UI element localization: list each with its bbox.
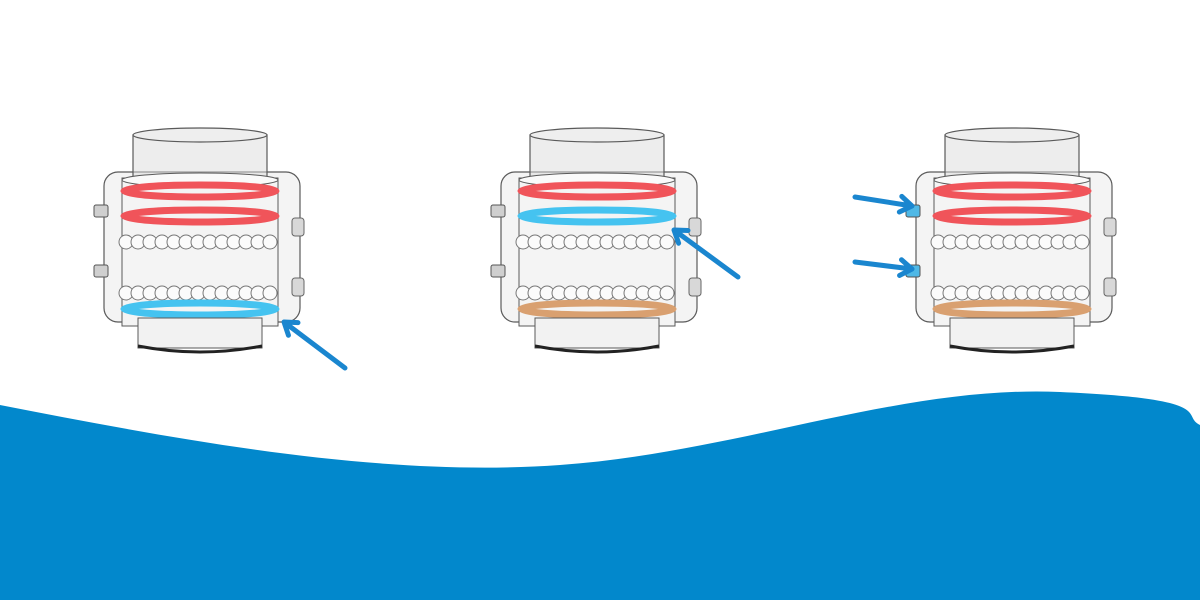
bottom-seal-ring — [517, 299, 677, 319]
bearing-ball — [262, 234, 278, 250]
lower-seal-ring — [120, 206, 280, 226]
side-nut — [291, 277, 305, 297]
fastener — [490, 204, 506, 218]
fastener — [93, 264, 109, 278]
pointer-arrow-icon — [852, 193, 915, 215]
side-nut — [1103, 217, 1117, 237]
top-tube-rim — [132, 127, 268, 143]
side-nut — [688, 277, 702, 297]
bearing-ball — [1074, 234, 1090, 250]
base-cylinder — [534, 317, 660, 349]
top-tube-rim — [944, 127, 1080, 143]
bottom-seal-ring — [932, 299, 1092, 319]
bearing-ball — [659, 234, 675, 250]
background-wave — [0, 391, 1200, 600]
bearing-ball — [1074, 285, 1090, 301]
base-cylinder — [137, 317, 263, 349]
pointer-arrow-icon — [852, 257, 915, 278]
fastener — [93, 204, 109, 218]
bearing-ball — [262, 285, 278, 301]
side-nut — [291, 217, 305, 237]
assembly-3 — [852, 127, 1117, 354]
lower-seal-ring — [932, 206, 1092, 226]
bearing-ball — [659, 285, 675, 301]
upper-seal-ring — [932, 181, 1092, 201]
top-tube-rim — [529, 127, 665, 143]
upper-seal-ring — [517, 181, 677, 201]
side-nut — [1103, 277, 1117, 297]
pointer-arrow-icon — [281, 319, 348, 371]
lower-seal-ring — [517, 206, 677, 226]
bottom-seal-ring — [120, 299, 280, 319]
base-edge — [137, 344, 263, 354]
pointer-arrow-icon — [671, 227, 741, 280]
assembly-1 — [93, 127, 348, 371]
upper-seal-ring — [120, 181, 280, 201]
base-edge — [949, 344, 1075, 354]
assembly-2 — [490, 127, 741, 354]
base-cylinder — [949, 317, 1075, 349]
side-nut — [688, 217, 702, 237]
base-edge — [534, 344, 660, 354]
fastener — [490, 264, 506, 278]
